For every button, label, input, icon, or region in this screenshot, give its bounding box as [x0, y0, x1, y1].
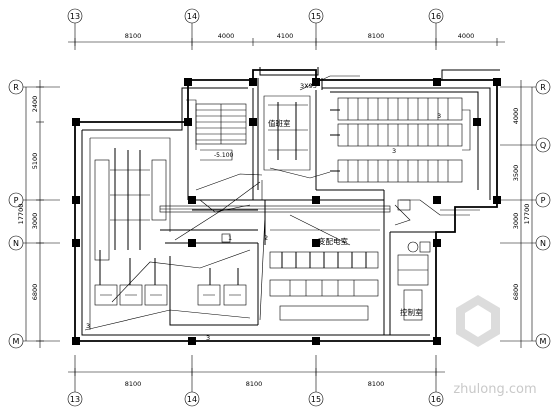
dim-top-5: 4000 [458, 32, 475, 40]
control-room: 控制室 [394, 199, 470, 321]
structural-columns [72, 78, 501, 345]
dim-left-1: 2400 [31, 96, 39, 113]
dim-left-4: 6800 [31, 284, 39, 301]
axis-bubble-15-top: 15 [311, 12, 321, 21]
axis-bubble-13-top: 13 [70, 12, 80, 21]
dim-left-3: 3000 [31, 213, 39, 230]
axis-bubble-R-right: R [540, 83, 546, 92]
dim-top-2: 4000 [218, 32, 235, 40]
dim-right-2: 3500 [512, 165, 520, 182]
axis-bubble-14-top: 14 [187, 12, 197, 21]
room-label-distribution: 变配电室 [318, 236, 348, 246]
axis-bubble-P-right: P [541, 196, 546, 205]
axis-bubble-16-top: 16 [431, 12, 441, 21]
room-label-control: 控制室 [400, 307, 423, 317]
tag-3-left-a: 3 [86, 322, 90, 330]
tag-b: 2 [264, 234, 268, 242]
bus-duct [159, 167, 391, 241]
room-label-duty: 值班室 [268, 118, 291, 128]
axis-bubble-M-left: M [13, 337, 20, 346]
axis-bubble-N-right: N [540, 239, 546, 248]
dim-top-1: 8100 [125, 32, 142, 40]
dim-left-total: 17700 [17, 204, 25, 225]
grid-axis-left: R P N M 2400 5100 3000 6800 17700 [8, 79, 60, 349]
dim-left-2: 5100 [31, 153, 39, 170]
axis-bubble-13-bottom: 13 [70, 395, 80, 404]
grid-axis-right: R Q P N M 4000 3500 3000 6800 17700 [500, 79, 551, 349]
axis-bubble-14-bottom: 14 [187, 395, 197, 404]
dim-bottom-2: 8100 [246, 380, 263, 388]
tag-3-top-right-b: 3 [437, 112, 441, 120]
watermark-text: zhulong.com [453, 382, 536, 397]
dim-right-1: 4000 [512, 108, 520, 125]
watermark: zhulong.com [453, 295, 537, 397]
axis-bubble-P-left: P [14, 196, 19, 205]
duty-room: 值班室 3X95 [263, 75, 360, 171]
axis-bubble-M-right: M [540, 337, 547, 346]
tag-3-left-b: 3 [206, 334, 210, 342]
axis-bubble-R-left: R [13, 83, 19, 92]
dim-right-3: 3000 [512, 213, 520, 230]
grid-axis-bottom: 8100 8100 8100 13 14 15 16 [67, 355, 445, 407]
dim-top-3: 4100 [277, 32, 294, 40]
elevation-label: -5.100 [214, 152, 234, 159]
dim-top-4: 8100 [368, 32, 385, 40]
dim-right-total: 17700 [523, 204, 531, 225]
axis-bubble-15-bottom: 15 [311, 395, 321, 404]
switchgear-room-top-right: 3 3 [330, 91, 479, 190]
dim-bottom-3: 8100 [368, 380, 385, 388]
tag-3-top-right: 3 [392, 147, 396, 155]
wiring [111, 99, 480, 321]
dimension-line-top: 8100 4000 4100 8100 4000 [68, 32, 505, 46]
axis-bubble-N-left: N [13, 239, 19, 248]
axis-bubble-Q-right: Q [540, 141, 546, 150]
dim-right-4: 6800 [512, 284, 520, 301]
interior-partitions [160, 88, 436, 335]
axis-bubble-16-bottom: 16 [431, 395, 441, 404]
stairs: -5.100 [195, 103, 247, 161]
main-distribution-room: 变配电室 2 1 [221, 214, 380, 321]
dim-bottom-1: 8100 [125, 380, 142, 388]
transformer-bays-left: 3 3 [84, 137, 251, 342]
grid-axis-top: 13 14 15 16 [67, 8, 444, 50]
